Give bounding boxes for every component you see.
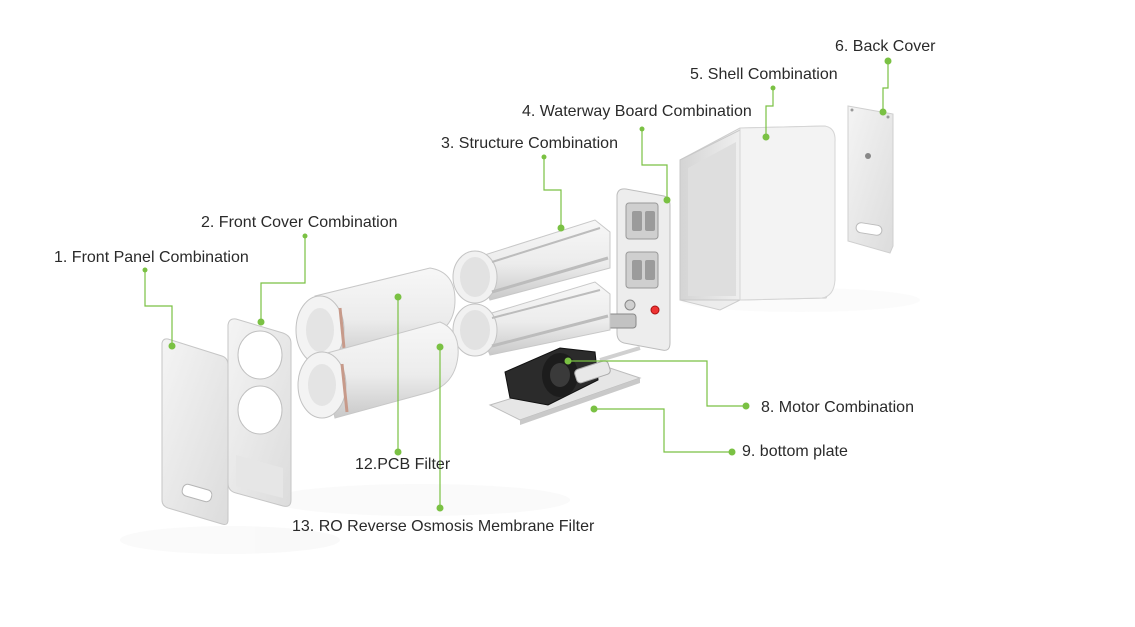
label-pcb-filter: 12.PCB Filter (355, 456, 451, 473)
label-bottom-plate: 9. bottom plate (742, 443, 848, 460)
back-cover-part (847, 105, 894, 254)
label-shell: 5. Shell Combination (690, 66, 838, 83)
leader-dots (142, 57, 892, 512)
leader-lines (144, 61, 889, 508)
label-front-panel: 1. Front Panel Combination (54, 249, 249, 266)
label-front-cover: 2. Front Cover Combination (201, 214, 398, 231)
front-cover-part (227, 318, 292, 507)
label-structure: 3. Structure Combination (441, 135, 618, 152)
filter-cartridges-part (295, 267, 459, 419)
label-motor: 8. Motor Combination (761, 399, 914, 416)
label-waterway-board: 4. Waterway Board Combination (522, 103, 752, 120)
shell-part (679, 125, 836, 311)
label-back-cover: 6. Back Cover (835, 38, 936, 55)
structure-part (452, 219, 611, 357)
waterway-board-part (599, 188, 671, 351)
label-ro-filter: 13. RO Reverse Osmosis Membrane Filter (292, 518, 595, 535)
front-panel-part (161, 338, 229, 525)
